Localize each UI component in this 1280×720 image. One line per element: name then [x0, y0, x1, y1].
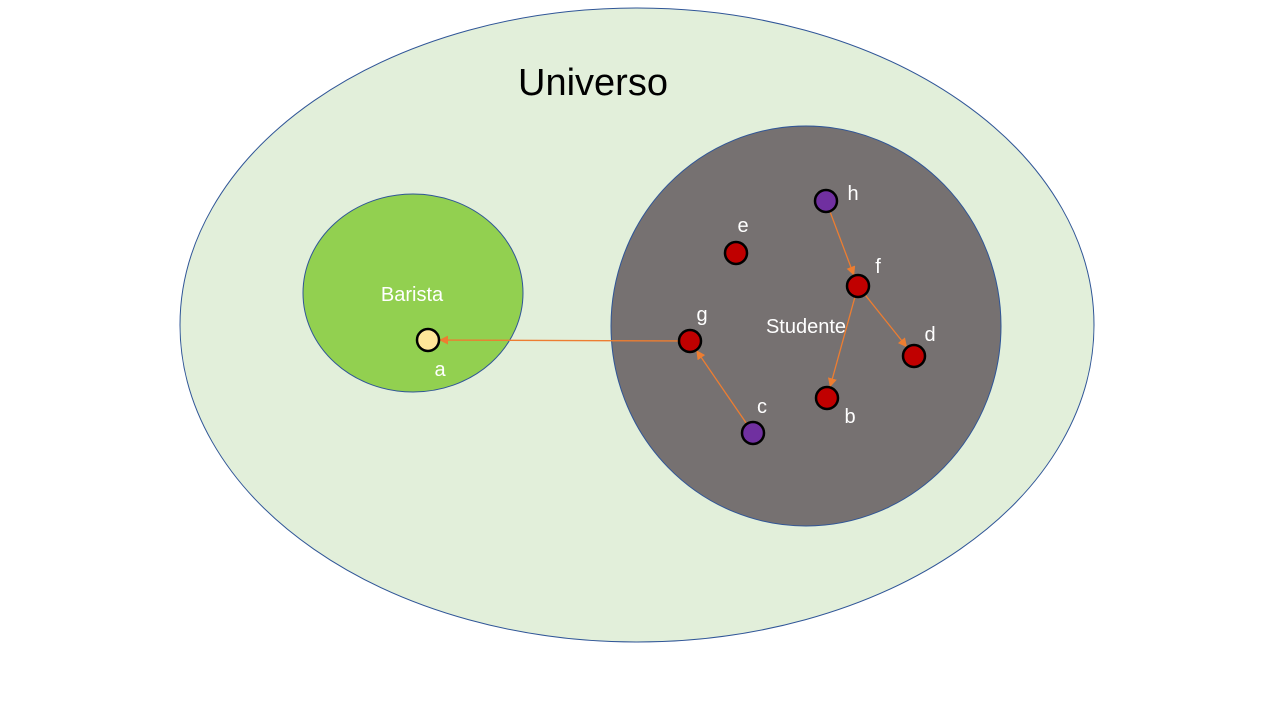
node-label-a: a [434, 359, 446, 381]
edge-f-d [864, 294, 908, 348]
studente-set [610, 125, 1002, 527]
studente-label: Studente [766, 316, 846, 338]
edge-f-b [828, 296, 856, 388]
barista-label: Barista [381, 284, 444, 306]
node-h [813, 188, 839, 214]
barista-set [302, 193, 524, 393]
edge-g-a [439, 335, 680, 345]
node-b [814, 385, 840, 411]
universe-label: Universo [518, 62, 668, 104]
node-label-c: c [757, 396, 767, 418]
node-label-f: f [875, 256, 881, 278]
edge-h-f [829, 211, 856, 276]
node-label-g: g [696, 304, 707, 326]
node-label-e: e [737, 215, 748, 237]
node-a [415, 327, 441, 353]
node-label-b: b [844, 406, 855, 428]
nodes-layer: a b c d e f g h [415, 183, 936, 446]
node-c [740, 420, 766, 446]
node-f [845, 273, 871, 299]
node-e [723, 240, 749, 266]
node-label-h: h [847, 183, 858, 205]
edge-c-g [696, 350, 748, 425]
node-g [677, 328, 703, 354]
edges-layer [439, 211, 908, 425]
node-d [901, 343, 927, 369]
node-label-d: d [924, 324, 935, 346]
